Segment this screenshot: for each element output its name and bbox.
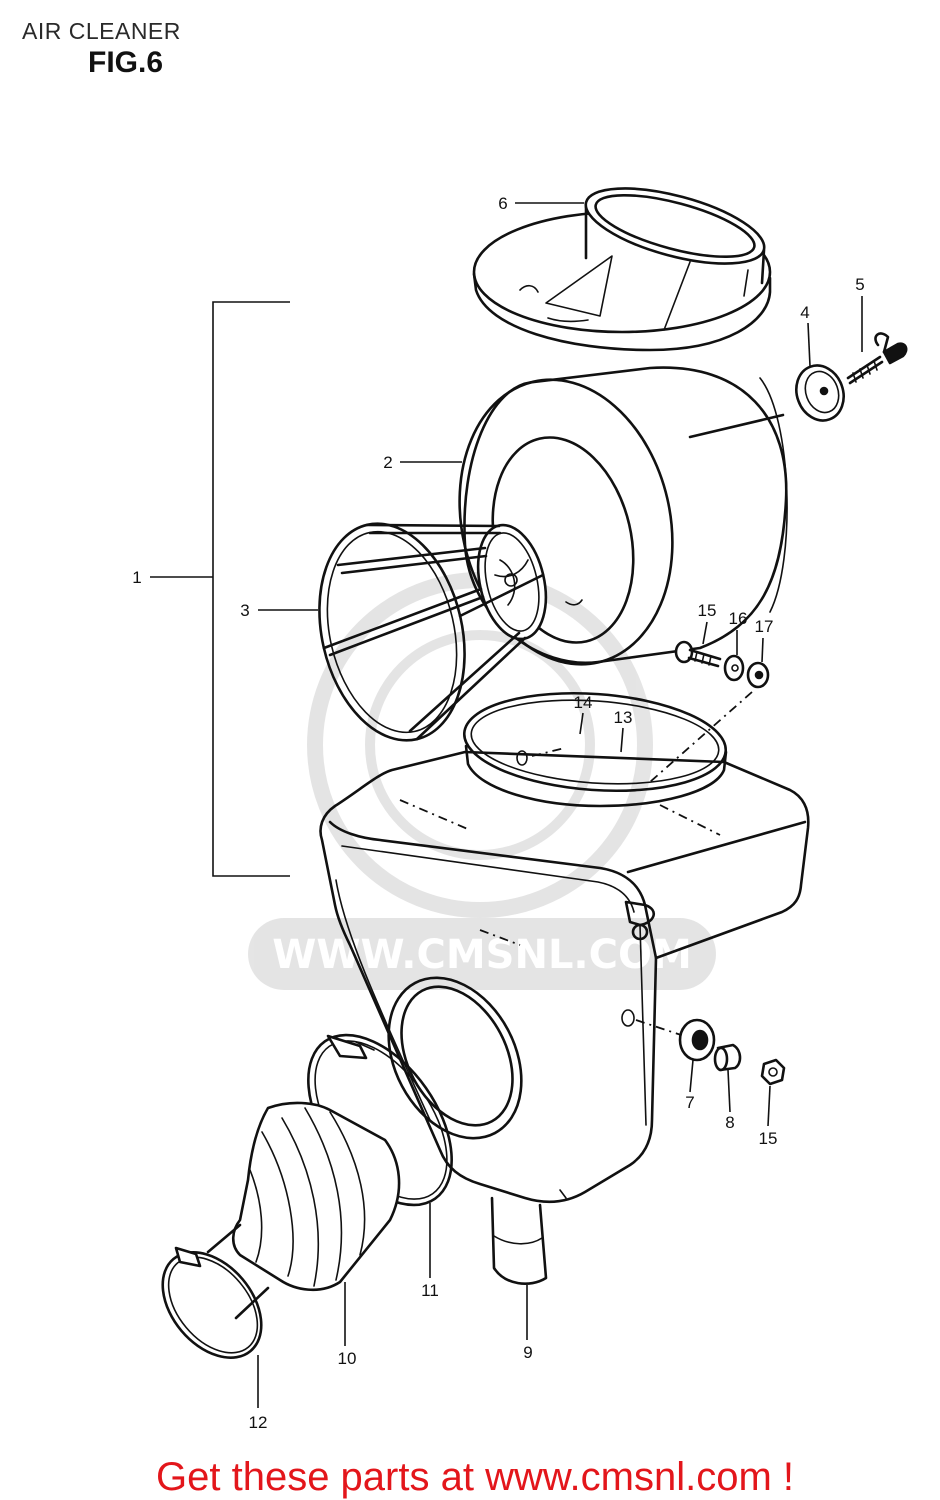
callout-numbers: 6 5 4 2 1 3 15 16 17 14 13 7 8 15 11 10 … [132, 194, 864, 1432]
part-4-washer-drawing [795, 364, 845, 422]
alignment-line-upper [649, 691, 753, 783]
callout-15-lower: 15 [759, 1129, 778, 1148]
callout-4: 4 [800, 303, 809, 322]
parts-15-16-17-bolt-washers-drawing [674, 640, 770, 689]
callout-10: 10 [338, 1349, 357, 1368]
callout-11: 11 [421, 1281, 439, 1300]
figure-number: FIG.6 [88, 46, 163, 79]
part-6-cover-drawing [472, 187, 772, 352]
callout-7: 7 [685, 1093, 694, 1112]
part-3-cage-drawing [318, 522, 548, 742]
part-12-clamp-drawing [161, 1246, 263, 1359]
callout-8: 8 [725, 1113, 734, 1132]
part-5-wing-bolt-drawing [846, 332, 908, 385]
part-9-drain-drawing [490, 1196, 548, 1285]
callout-9: 9 [523, 1343, 532, 1362]
callout-15-upper: 15 [698, 601, 717, 620]
alignment-line-lower [635, 1019, 685, 1037]
diagram-title: AIR CLEANER [22, 18, 181, 44]
callout-13: 13 [614, 708, 633, 727]
callout-14: 14 [574, 693, 593, 712]
callout-17: 17 [755, 617, 774, 636]
parts-7-8-15-grommet-collar-nut-drawing [678, 1018, 786, 1086]
callout-1: 1 [132, 568, 141, 587]
callout-2: 2 [383, 453, 392, 472]
assembly-bracket [212, 301, 290, 877]
callout-3: 3 [240, 601, 249, 620]
footer-promo-text: Get these parts at www.cmsnl.com ! [156, 1455, 794, 1499]
air-cleaner-case-drawing [319, 691, 810, 1204]
callout-leaders [150, 202, 863, 1408]
part-2-filter-element-drawing [458, 366, 788, 666]
callout-6: 6 [498, 194, 507, 213]
callout-16: 16 [729, 609, 748, 628]
part-10-boot-drawing [206, 1101, 401, 1320]
callout-12: 12 [249, 1413, 268, 1432]
callout-5: 5 [855, 275, 864, 294]
watermark-text: WWW.CMSNL.COM [272, 932, 692, 978]
